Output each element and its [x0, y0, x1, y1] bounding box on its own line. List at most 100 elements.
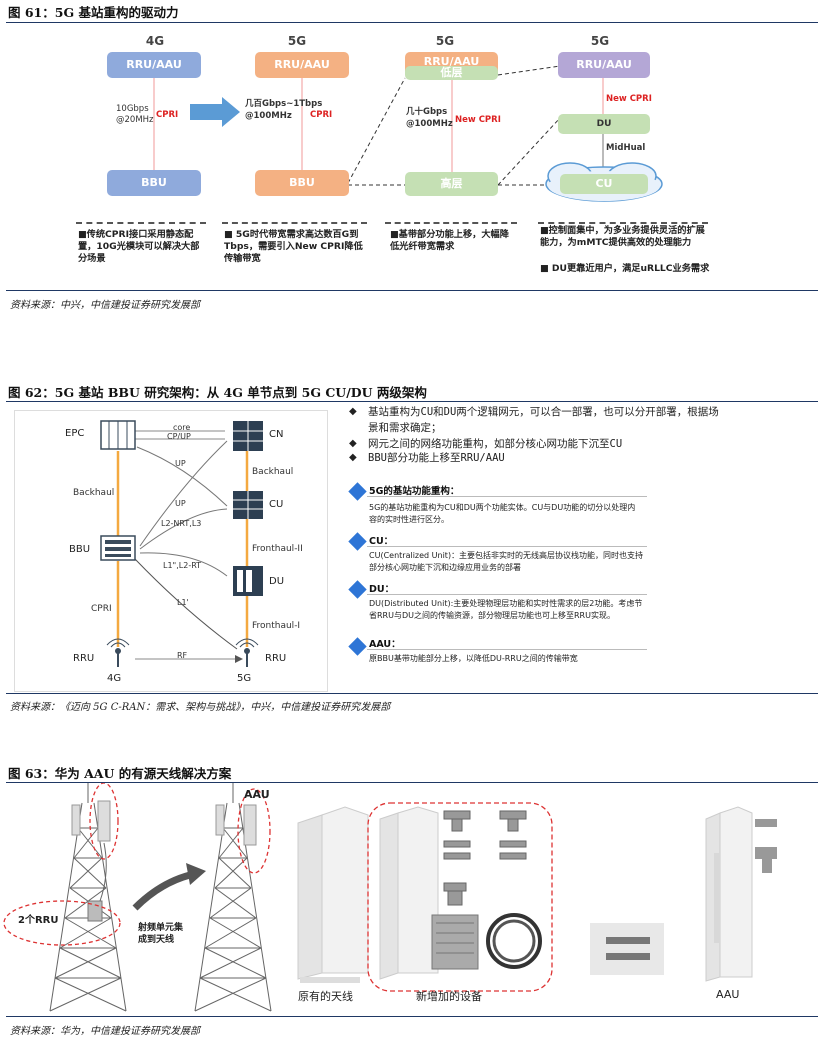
link-label: New CPRI [455, 115, 501, 125]
gen-5g-label: 5G [435, 34, 455, 48]
fronthaul-label: Fronthaul-I [252, 621, 301, 631]
fig61-title: 图 61：5G 基站重构的驱动力 [8, 5, 179, 20]
panel-heading: AAU： [369, 639, 401, 650]
fig63-rule [6, 782, 818, 783]
fig62-title: 图 62：5G 基站 BBU 研究架构：从 4G 单节点到 5G CU/DU 两… [8, 385, 427, 400]
panel-heading: 5G的基站功能重构： [369, 486, 460, 497]
diamond-bullet-icon [348, 532, 367, 551]
gen-5g-label: 5G [287, 34, 307, 48]
l2-nrt-label: L2-NRT,L3 [161, 519, 202, 528]
rru-aau-box: RRU/AAU [107, 52, 201, 78]
server-icon [233, 566, 263, 596]
rru-label: RRU [265, 653, 287, 664]
du-box: DU [558, 114, 650, 134]
link-label: New CPRI [606, 94, 652, 104]
fig63-rule-bottom [6, 1016, 818, 1017]
rru-aau-box: RRU/AAU [255, 52, 349, 78]
rf-label: RF [177, 651, 188, 660]
fig61-source: 资料来源：中兴，中信建投证券研究发展部 [10, 300, 200, 311]
rate-label: 10Gbps @20MHz [116, 104, 154, 125]
gen-5g-label: 5G [237, 673, 252, 684]
fig63-illustration [3, 783, 777, 1012]
fig62-architecture-diagram: EPC BBU CN CU DU RRU RRU Backhaul CPRI B… [14, 410, 328, 692]
diamond-bullet-icon: ◆ [349, 406, 357, 417]
divider [367, 546, 647, 547]
highlight-ellipse [3, 900, 121, 946]
bbu-box: BBU [255, 170, 349, 196]
midhaul-label: MidHual [606, 143, 646, 153]
divider [367, 594, 647, 595]
link-label: CPRI [156, 110, 179, 120]
panel-heading: DU： [369, 584, 395, 595]
note-text: ■ DU更靠近用户，满足uRLLC业务需求 [540, 263, 710, 274]
rru-callout: 2个RRU [18, 915, 59, 926]
antenna-icon [235, 638, 259, 667]
bbu-box: BBU [107, 170, 201, 196]
fig61-rule [6, 22, 818, 23]
divider [222, 222, 367, 224]
equals-icon [590, 923, 664, 975]
up-label: UP [175, 499, 186, 508]
divider [76, 222, 206, 224]
panel-text: 原BBU基带功能部分上移，以降低DU-RRU之间的传输带宽 [369, 654, 578, 663]
rru-aau-box: RRU/AAU [558, 52, 650, 78]
gen-4g-label: 4G [145, 34, 165, 48]
fig61-rule-bottom [6, 290, 818, 291]
rate-label: 几十Gbps @100MHz [406, 107, 453, 129]
panel-heading: CU： [369, 536, 394, 547]
bbu-label: BBU [69, 544, 91, 555]
cpri-label: CPRI [91, 604, 112, 614]
up-label: UP [175, 459, 186, 468]
caption-new-equipment: 新增加的设备 [416, 990, 482, 1003]
diamond-bullet-icon [348, 637, 367, 656]
gen-4g-label: 4G [107, 673, 122, 684]
aau-callout: AAU [244, 788, 270, 801]
tower-icon [49, 783, 127, 1012]
fig63-title: 图 63：华为 AAU 的有源天线解决方案 [8, 766, 232, 781]
diamond-bullet-icon: ◆ [349, 452, 357, 463]
note-text: ■ 5G时代带宽需求高达数百G到Tbps，需要引入New CPRI降低传输带宽 [224, 229, 363, 264]
link-label: CPRI [310, 110, 333, 120]
panel-text: DU(Distributed Unit):主要处理物理层功能和实时性需求的层2功… [369, 599, 643, 620]
highlight-ellipse [89, 783, 119, 860]
bullet-text: BBU部分功能上移至RRU/AAU [368, 452, 505, 464]
gen-5g-label: 5G [590, 34, 610, 48]
divider [538, 222, 708, 224]
cn-label: CN [269, 429, 284, 440]
fig62-rule [6, 401, 818, 402]
divider [385, 222, 517, 224]
bullet-text: 网元之间的网络功能重构，如部分核心网功能下沉至CU [368, 438, 623, 450]
fronthaul-label: Fronthaul-II [252, 544, 303, 554]
highlight-ellipse [237, 788, 271, 874]
panel-text: 5G的基站功能重构为CU和DU两个功能实体。CU与DU功能的切分以处理内容的实时… [369, 503, 636, 524]
l1-label: L1' [177, 598, 189, 607]
cu-label: CU [269, 499, 284, 510]
server-icon [100, 535, 136, 561]
divider [367, 649, 647, 650]
fig62-connectors [100, 420, 263, 667]
rate-label: 几百Gbps~1Tbps @100MHz [245, 99, 323, 121]
note-text: ■控制面集中，为多业务提供灵活的扩展能力，为mMTC提供高效的处理能力 [540, 225, 705, 248]
server-icon [100, 420, 136, 450]
server-icon [233, 421, 263, 451]
high-layer-box: 高层 [405, 172, 498, 196]
cu-box: CU [560, 174, 648, 194]
aau-device [705, 806, 777, 982]
panel-text: CU(Centralized Unit)：主要包括非实时的无线高层协议栈功能，同… [369, 551, 644, 572]
diamond-bullet-icon: ◆ [349, 438, 357, 449]
bullet-text: 基站重构为CU和DU两个逻辑网元，可以合一部署，也可以分开部署，根据场景和需求确… [368, 406, 719, 434]
divider [367, 496, 647, 497]
arrow-right-icon [190, 97, 240, 127]
fig63-source: 资料来源：华为，中信建投证券研究发展部 [10, 1026, 200, 1037]
diamond-bullet-icon [348, 580, 367, 599]
fig62-rule-bottom [6, 693, 818, 694]
low-layer-box: 低层 [405, 66, 498, 80]
diamond-bullet-icon [348, 482, 367, 501]
epc-label: EPC [65, 428, 85, 439]
cp-up-label: CP/UP [167, 432, 191, 441]
arrow-caption: 射频单元集 成到天线 [138, 923, 184, 945]
backhaul-label: Backhaul [252, 467, 294, 477]
arrow-right-icon [132, 863, 206, 911]
rru-label: RRU [73, 653, 95, 664]
note-text: ■传统CPRI接口采用静态配置，10G光模块可以解决大部分场景 [78, 229, 200, 264]
